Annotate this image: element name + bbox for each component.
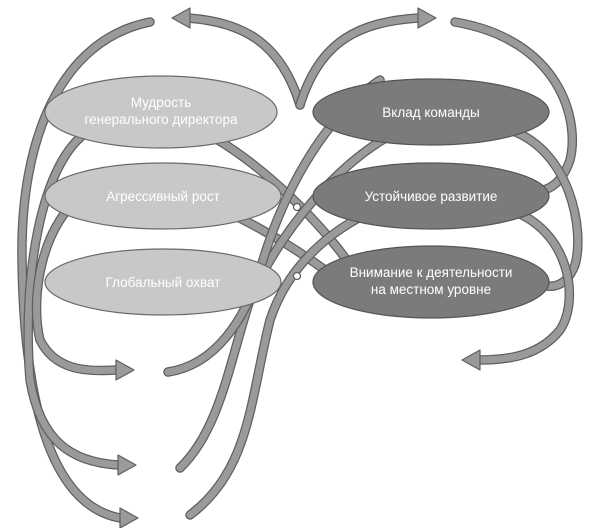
arrow-left-loop-3	[31, 185, 135, 381]
node-wisdom-label-line-1: Мудрость	[131, 95, 192, 110]
arrowhead-right-icon	[417, 7, 437, 29]
junction-dot	[292, 271, 302, 281]
node-local-label-line-2: на местном уровне	[371, 282, 491, 297]
arrowhead-left-icon	[461, 349, 481, 371]
left-nodes: Мудрость генерального директора Агрессив…	[44, 75, 282, 316]
arrowhead-right-icon	[119, 507, 139, 528]
arrowhead-right-icon	[117, 454, 137, 476]
node-local-label-line-1: Внимание к деятельности	[350, 265, 513, 280]
arrow-left-loop-2	[23, 125, 137, 476]
right-nodes: Вклад команды Устойчивое развитие Вниман…	[312, 78, 550, 319]
node-team-label: Вклад команды	[382, 105, 479, 120]
node-growth-label: Агрессивный рост	[106, 189, 220, 204]
junction-dot	[292, 202, 302, 212]
arrow-top-left	[171, 7, 305, 110]
node-wisdom-label-line-2: генерального директора	[85, 112, 238, 127]
node-sustain: Устойчивое развитие	[312, 162, 550, 230]
node-sustain-label: Устойчивое развитие	[365, 189, 498, 204]
arrowhead-left-icon	[171, 7, 191, 29]
node-local: Внимание к деятельности на местном уровн…	[312, 245, 550, 319]
node-wisdom: Мудрость генерального директора	[44, 75, 278, 149]
arrow-top-right	[295, 7, 437, 110]
node-team: Вклад команды	[312, 78, 550, 146]
node-global: Глобальный охват	[44, 248, 282, 316]
node-global-label: Глобальный охват	[106, 275, 221, 290]
arrowhead-right-icon	[115, 359, 135, 381]
arrow-outer-left-loop	[17, 17, 155, 528]
node-growth: Агрессивный рост	[44, 162, 282, 230]
